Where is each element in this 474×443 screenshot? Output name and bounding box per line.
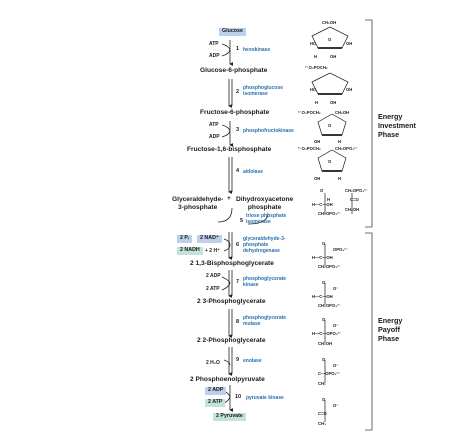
gap-label: Glyceraldehyde- 3-phosphate (172, 196, 224, 211)
svg-text:CH₂OPO₃²⁻: CH₂OPO₃²⁻ (335, 146, 358, 151)
step-7-enzyme: phosphoglycerate kinase (243, 276, 287, 288)
step-8-number: 8 (236, 319, 240, 325)
svg-text:O⁻: O⁻ (333, 286, 338, 291)
svg-text:O⁻: O⁻ (333, 363, 338, 368)
glucose-label: Glucose (219, 28, 246, 36)
svg-text:C=O: C=O (350, 197, 359, 202)
svg-text:C=O: C=O (318, 411, 327, 416)
bpg-label: 2 1,3-Bisphosphoglycerate (190, 260, 274, 267)
svg-text:H: H (327, 197, 330, 202)
svg-text:O⁻: O⁻ (333, 403, 338, 408)
svg-text:H—C—OH: H—C—OH (312, 255, 333, 260)
svg-text:O: O (328, 37, 332, 42)
svg-text:H: H (315, 100, 318, 105)
step-9-enzyme: enolase (243, 358, 262, 364)
step-3-number: 3 (236, 127, 240, 133)
svg-text:OH: OH (346, 41, 352, 46)
step-10-enzyme: pyruvate kinase (246, 395, 284, 401)
step-2-enzyme: phosphoglucose isomerase (243, 85, 283, 97)
step-6-number: 6 (236, 242, 240, 248)
svg-text:²⁻O₃POCH₂: ²⁻O₃POCH₂ (305, 65, 328, 70)
svg-text:²⁻O₃POCH₂: ²⁻O₃POCH₂ (298, 146, 321, 151)
svg-text:O: O (322, 317, 326, 322)
svg-text:H: H (338, 176, 341, 181)
step-3-enzyme: phosphofructokinase (243, 128, 294, 134)
svg-text:OH: OH (314, 176, 320, 181)
svg-text:OH: OH (346, 87, 352, 92)
adp-in-step10: 2 ADP (205, 387, 227, 395)
svg-text:O: O (320, 188, 324, 193)
svg-text:CH₂OH: CH₂OH (345, 207, 359, 212)
svg-text:HO: HO (310, 87, 317, 92)
svg-text:CH₂OH: CH₂OH (322, 20, 336, 25)
svg-text:O: O (322, 357, 326, 362)
f16bp-label: Fructose-1,6-bisphosphate (187, 146, 272, 153)
step-10-number: 10 (235, 394, 242, 400)
plus-sign: + (227, 195, 231, 202)
pyruvate-label: 2 Pyruvate (213, 413, 246, 421)
energy-payoff-phase-label: Energy Payoff Phase (378, 316, 403, 343)
atp-in-step3: ATP (209, 122, 219, 128)
h-out-step6: + 2 H⁺ (205, 248, 220, 254)
step-5-number: 5 (240, 218, 244, 224)
svg-text:OH: OH (330, 100, 336, 105)
step-5-enzyme: triose phosphate isomerase (246, 213, 287, 225)
svg-text:H: H (338, 139, 341, 144)
adp-out-step1: ADP (209, 53, 220, 59)
svg-text:CH₃: CH₃ (318, 421, 326, 426)
svg-text:O: O (328, 123, 332, 128)
svg-text:O: O (328, 159, 332, 164)
step-4-enzyme: aldolase (243, 169, 264, 175)
pg2-label: 2 2-Phosphoglycerate (197, 337, 266, 344)
nadh-out-step6: 2 NADH (177, 247, 203, 255)
svg-text:C—OPO₃²⁻: C—OPO₃²⁻ (318, 371, 340, 376)
svg-text:O: O (322, 280, 326, 285)
g6p-label: Glucose-6-phosphate (200, 67, 268, 74)
energy-investment-phase-label: Energy Investment Phase (378, 112, 416, 139)
h2o-out-step9: 2 H₂O (206, 360, 220, 366)
pep-label: 2 Phosphoenolpyruvate (190, 376, 265, 383)
adp-out-step3: ADP (209, 134, 220, 140)
step-1-number: 1 (236, 46, 240, 52)
svg-text:H: H (314, 54, 317, 59)
svg-text:O: O (322, 241, 326, 246)
svg-text:OH: OH (314, 139, 320, 144)
step-1-enzyme: hexokinase (243, 47, 271, 53)
step-8-enzyme: phosphoglycerate mutase (243, 315, 287, 327)
atp-out-step7: 2 ATP (206, 286, 220, 292)
svg-text:CH₂OPO₃²⁻: CH₂OPO₃²⁻ (345, 188, 368, 193)
svg-text:HO: HO (310, 41, 317, 46)
step-6-enzyme: glyceraldehyde-3- phosphate dehydrogenas… (243, 236, 286, 254)
svg-text:H—C—OH: H—C—OH (312, 202, 333, 207)
svg-text:CH₂OPO₃²⁻: CH₂OPO₃²⁻ (318, 211, 341, 216)
svg-text:H—C—OH: H—C—OH (312, 294, 333, 299)
svg-text:O: O (322, 397, 326, 402)
svg-text:OH: OH (330, 54, 336, 59)
svg-text:CH₂OPO₃²⁻: CH₂OPO₃²⁻ (318, 264, 341, 269)
nad-in-step6: 2 NAD⁺ (197, 235, 222, 243)
svg-text:²⁻O₃POCH₂: ²⁻O₃POCH₂ (298, 110, 321, 115)
atp-in-step1: ATP (209, 41, 219, 47)
step-9-number: 9 (236, 357, 240, 363)
pi-in-step6: 2 Pᵢ (177, 235, 192, 243)
f6p-label: Fructose-6-phosphate (200, 109, 270, 116)
svg-text:H—C—OPO₃²⁻: H—C—OPO₃²⁻ (312, 331, 341, 336)
step-2-number: 2 (236, 89, 240, 95)
adp-in-step7: 2 ADP (206, 273, 221, 279)
svg-text:CH₂: CH₂ (318, 381, 326, 386)
svg-text:OPO₃²⁻: OPO₃²⁻ (333, 247, 348, 252)
dhap-label: Dihydroxyacetone phosphate (236, 196, 294, 211)
svg-text:CH₂OH: CH₂OH (318, 341, 332, 346)
step-7-number: 7 (236, 279, 240, 285)
svg-text:CH₂OH: CH₂OH (335, 110, 349, 115)
svg-text:O⁻: O⁻ (333, 323, 338, 328)
svg-text:CH₂OPO₃²⁻: CH₂OPO₃²⁻ (318, 303, 341, 308)
step-4-number: 4 (236, 168, 240, 174)
pg3-label: 2 3-Phosphoglycerate (197, 298, 266, 305)
atp-out-step10: 2 ATP (205, 399, 226, 407)
